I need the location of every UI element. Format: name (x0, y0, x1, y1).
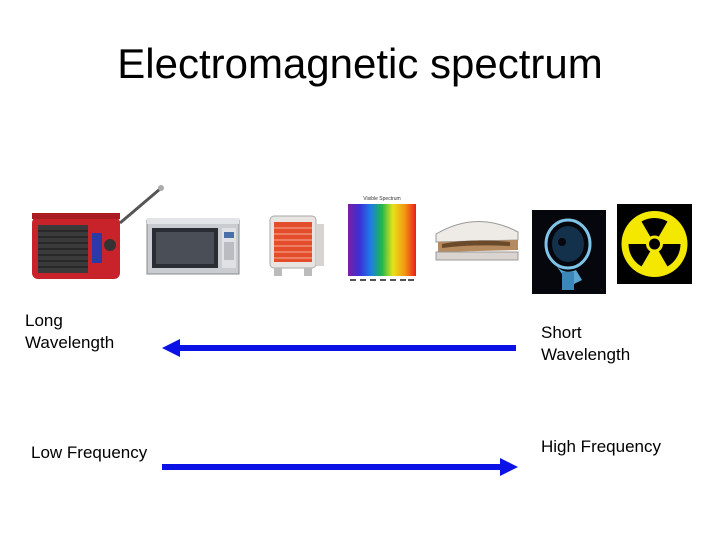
short-wavelength-line-1: Short (541, 323, 582, 342)
short-wavelength-line-2: Wavelength (541, 345, 631, 364)
high-frequency-label: High Frequency (541, 437, 662, 456)
xray-skull-icon (532, 210, 606, 294)
page-title: Electromagnetic spectrum (117, 40, 603, 87)
heater-icon (264, 210, 330, 280)
tanning-bed-icon (432, 212, 522, 264)
radio-icon (28, 183, 168, 283)
short-wavelength-label: Short Wavelength (541, 322, 630, 366)
low-frequency-label: Low Frequency (31, 443, 148, 462)
long-wavelength-line-1: Long (25, 311, 63, 330)
frequency-arrow (162, 458, 518, 476)
wavelength-arrow (162, 339, 516, 357)
radiation-symbol-icon (617, 204, 692, 284)
long-wavelength-label: Long Wavelength (25, 310, 114, 354)
microwave-icon (146, 216, 240, 276)
long-wavelength-line-2: Wavelength (25, 333, 115, 352)
spectrum-caption: Visible Spectrum (363, 196, 400, 202)
visible-light-spectrum-icon: Visible Spectrum (344, 192, 420, 286)
